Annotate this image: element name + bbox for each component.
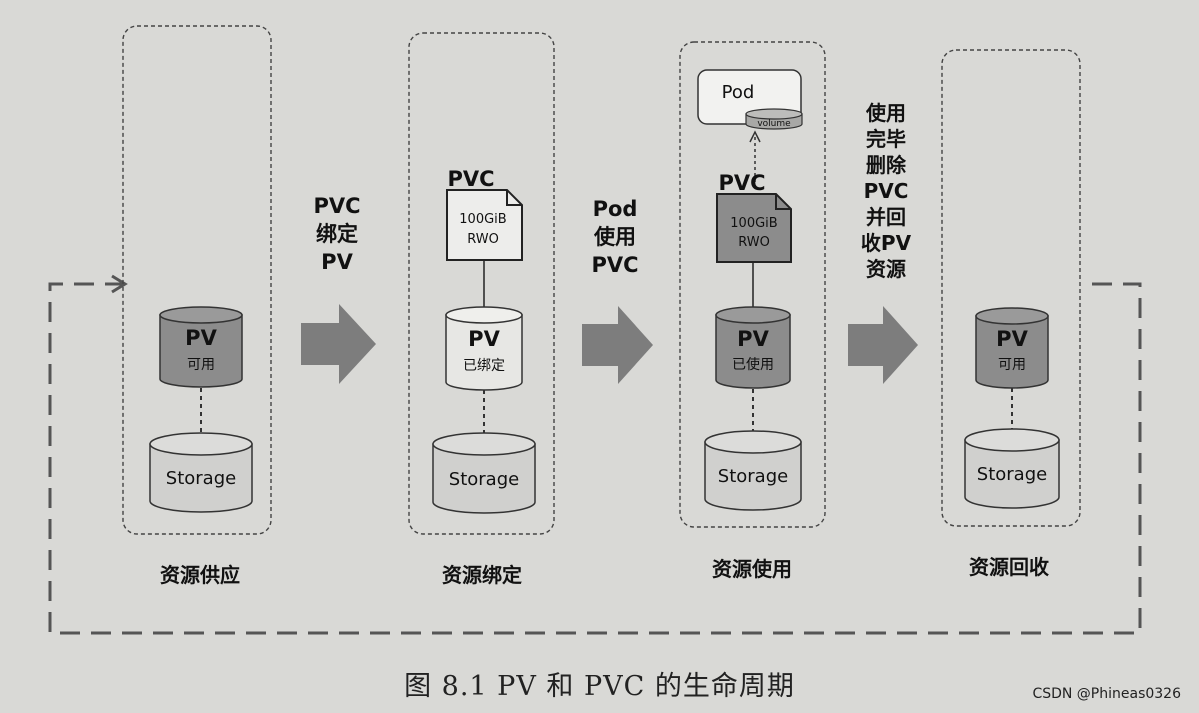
transition-label: PVC 绑定 PV (313, 194, 360, 274)
stage-label: 资源回收 (969, 555, 1049, 579)
pvc-access-mode: RWO (738, 235, 770, 250)
pod-label: Pod (722, 82, 755, 103)
pv-title: PV (996, 327, 1028, 351)
stage-label: 资源使用 (712, 557, 792, 581)
pv-status: 已绑定 (463, 358, 505, 374)
storage-cylinder: Storage (704, 430, 802, 511)
volume-label: volume (757, 119, 791, 129)
svg-text:收PV: 收PV (861, 231, 912, 255)
volume-disk: volume (745, 108, 803, 130)
pvc-document-icon: 100GiB RWO (446, 189, 523, 261)
loop-arrowhead (111, 274, 128, 294)
pv-status: 已使用 (732, 356, 774, 373)
storage-cylinder: Storage (432, 432, 536, 514)
pv-status: 可用 (998, 357, 1026, 373)
pv-status: 可用 (187, 357, 215, 373)
stage-label: 资源供应 (160, 563, 240, 587)
pv-title: PV (737, 327, 769, 351)
pod-pvc-arrowhead (749, 130, 761, 143)
storage-cylinder: Storage (149, 432, 253, 513)
stage-use-box (679, 41, 826, 528)
pvc-size: 100GiB (459, 212, 506, 227)
storage-label: Storage (449, 469, 519, 490)
stage-bind-box (408, 32, 555, 535)
svg-text:Pod: Pod (593, 197, 638, 221)
svg-text:PVC: PVC (313, 194, 360, 218)
pv-title: PV (185, 326, 217, 350)
figure-caption: 图 8.1 PV 和 PVC 的生命周期 (404, 671, 795, 702)
pvc-document-icon: 100GiB RWO (716, 193, 792, 263)
pvc-size: 100GiB (730, 216, 777, 231)
transition-label: 使用 完毕 删除 PVC 并回 收PV 资源 (861, 101, 912, 281)
svg-text:资源: 资源 (866, 257, 906, 281)
storage-label: Storage (977, 464, 1047, 485)
watermark: CSDN @Phineas0326 (1032, 686, 1181, 702)
stage-supply-box (122, 25, 272, 535)
svg-text:删除: 删除 (866, 153, 907, 177)
lifecycle-loop-line (48, 282, 1142, 635)
pv-cylinder: PV 已绑定 (445, 306, 523, 391)
pv-cylinder: PV 已使用 (715, 306, 791, 389)
svg-text:PV: PV (321, 250, 353, 274)
storage-label: Storage (166, 468, 236, 489)
transition-label: Pod 使用 PVC (591, 197, 638, 277)
pv-cylinder: PV 可用 (975, 307, 1049, 389)
svg-text:完毕: 完毕 (866, 127, 906, 151)
svg-text:使用: 使用 (593, 225, 636, 249)
svg-text:PVC: PVC (591, 253, 638, 277)
svg-text:绑定: 绑定 (316, 222, 358, 246)
pv-cylinder: PV 可用 (159, 306, 243, 388)
svg-text:使用: 使用 (865, 101, 906, 125)
transition-arrow (848, 306, 918, 384)
svg-text:并回: 并回 (866, 205, 906, 229)
transition-arrow (301, 304, 376, 384)
transition-arrow (582, 306, 653, 384)
storage-cylinder: Storage (964, 428, 1060, 509)
pvc-title: PVC (718, 171, 765, 195)
storage-label: Storage (718, 466, 788, 487)
svg-text:PVC: PVC (864, 179, 909, 203)
pvc-access-mode: RWO (467, 232, 499, 247)
stage-label: 资源绑定 (442, 563, 522, 587)
pvc-title: PVC (447, 167, 494, 191)
pv-title: PV (468, 327, 500, 351)
